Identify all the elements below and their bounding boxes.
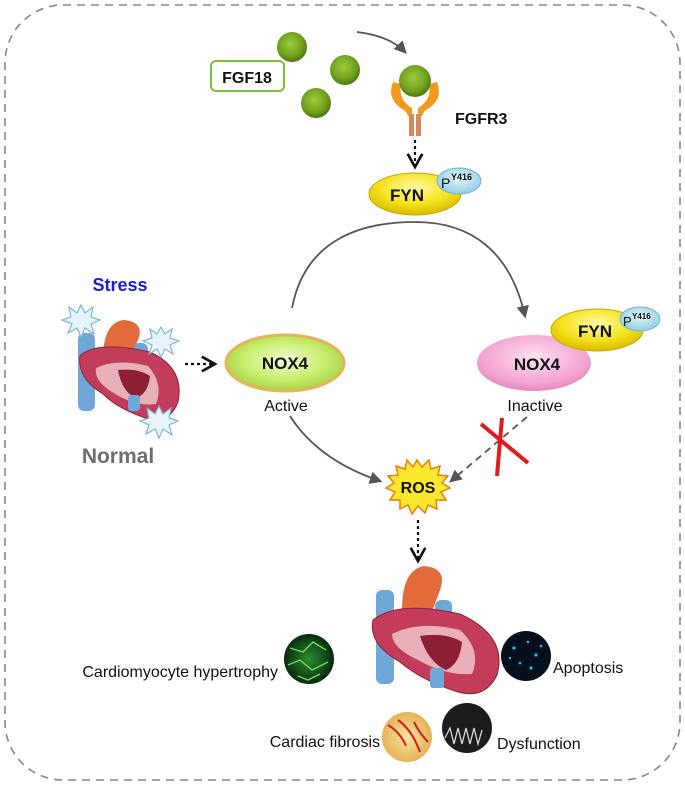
fgf18-ball bbox=[330, 55, 360, 85]
ros-label: ROS bbox=[401, 480, 436, 497]
inactive-to-ros-arrow bbox=[449, 416, 528, 483]
active-label: Active bbox=[264, 398, 308, 415]
fgfr3-label: FGFR3 bbox=[455, 111, 508, 128]
fgf18-ligand-group: FGF18 bbox=[210, 32, 360, 118]
phospho-site-complex: Y416 bbox=[632, 312, 651, 321]
phospho-y416-complex-bubble bbox=[619, 306, 661, 332]
nox4-inactive-label: NOX4 bbox=[514, 355, 561, 374]
fgf18-label: FGF18 bbox=[222, 70, 272, 87]
fyn-kinase-top: FYN P Y416 bbox=[368, 167, 482, 216]
stressed-heart-illustration bbox=[78, 320, 180, 421]
fyn-label-top: FYN bbox=[390, 186, 424, 205]
dysfunction-echo-trace bbox=[444, 726, 483, 747]
nox4-active-label: NOX4 bbox=[262, 354, 309, 373]
fyn-complex-label: FYN bbox=[578, 322, 612, 341]
stress-burst-icon bbox=[138, 404, 180, 440]
fibrosis-label: Cardiac fibrosis bbox=[270, 734, 380, 751]
phospho-p-top: P bbox=[441, 175, 450, 191]
phospho-p-complex: P bbox=[623, 314, 632, 329]
fgf18-ball bbox=[301, 88, 331, 118]
fyn-binding-arc bbox=[291, 221, 529, 319]
inactive-label: Inactive bbox=[507, 398, 562, 415]
phospho-site-top: Y416 bbox=[451, 172, 472, 182]
apoptosis-image bbox=[501, 631, 551, 681]
hypertrophy-texture bbox=[287, 641, 329, 681]
normal-label: Normal bbox=[82, 445, 154, 468]
nox4-active: NOX4 bbox=[224, 333, 346, 393]
apoptosis-dots bbox=[508, 640, 543, 670]
nox4-inactive-shape bbox=[477, 335, 591, 391]
fgfr3-receptor bbox=[391, 65, 439, 136]
hypertrophy-label: Cardiomyocyte hypertrophy bbox=[82, 664, 278, 681]
cardiomyocyte-hypertrophy-image bbox=[284, 634, 334, 684]
fibrosis-texture bbox=[387, 719, 429, 753]
inhibition-x-mark bbox=[479, 417, 530, 477]
stress-burst-icon bbox=[60, 303, 102, 339]
nox4-fyn-complex: NOX4 FYN P Y416 bbox=[477, 306, 661, 391]
nox4-to-ros-arrow bbox=[289, 415, 383, 484]
fgf18-label-box bbox=[210, 60, 285, 92]
ligand-binding-arrow bbox=[356, 31, 407, 54]
apoptosis-label: Apoptosis bbox=[553, 660, 623, 677]
phospho-y416-top-bubble bbox=[436, 167, 482, 195]
diseased-heart-illustration bbox=[371, 566, 500, 695]
stress-label: Stress bbox=[92, 275, 147, 295]
stress-burst-icon bbox=[141, 325, 181, 359]
bound-fgf18-ball bbox=[399, 65, 431, 97]
dysfunction-label: Dysfunction bbox=[497, 736, 581, 753]
ros-burst bbox=[384, 458, 452, 516]
fgf18-ball bbox=[277, 32, 307, 62]
